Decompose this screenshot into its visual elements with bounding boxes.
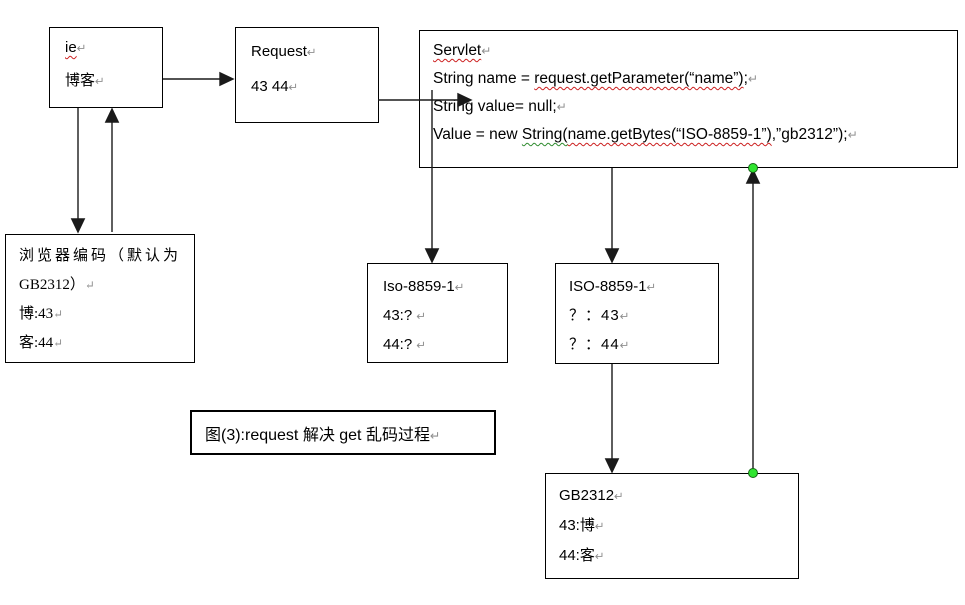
- paragraph-mark: ↵: [95, 75, 105, 88]
- browser-encoding-text: 浏览器编码（默认为: [19, 248, 182, 264]
- code-line: String name = request.getParameter(“name…: [433, 65, 957, 93]
- browser-encoding-text: GB2312）: [19, 277, 85, 293]
- paragraph-mark: ↵: [429, 428, 441, 443]
- box-request-title: Request: [251, 43, 307, 60]
- code-text-misspelled: name.getBytes(“ISO-8859-1”): [567, 126, 772, 143]
- flow-box-servlet[interactable]: Servlet↵ String name = request.getParame…: [419, 30, 958, 168]
- text-line: 44:客↵: [559, 541, 798, 571]
- iso-lower-value: 43:?: [383, 307, 417, 324]
- code-text: String name =: [433, 70, 535, 87]
- paragraph-mark: ↵: [614, 490, 624, 503]
- arrowhead-iso-upper-to-gb2312[interactable]: [604, 458, 620, 474]
- iso-upper-value: ？：44: [569, 336, 620, 353]
- text-line: 浏览器编码（默认为: [19, 242, 194, 271]
- iso-lower-value: 44:?: [383, 336, 417, 353]
- text-line: 43 44↵: [251, 70, 378, 105]
- text-line: ie↵: [65, 32, 162, 65]
- arrowhead-ie-to-browser[interactable]: [70, 218, 86, 234]
- text-line: 43:? ↵: [383, 302, 507, 331]
- paragraph-mark: ↵: [53, 337, 63, 350]
- paragraph-mark: ↵: [84, 279, 95, 292]
- text-line: ISO-8859-1↵: [569, 273, 718, 302]
- paragraph-mark: ↵: [847, 128, 858, 142]
- paragraph-mark: ↵: [416, 339, 427, 352]
- box-ie-value: 博客: [65, 72, 96, 89]
- box-request-value: 43 44: [251, 78, 289, 95]
- text-line: 博客↵: [65, 65, 162, 98]
- arrowhead-servlet-to-iso-lower[interactable]: [424, 248, 440, 264]
- paragraph-mark: ↵: [747, 72, 759, 86]
- iso-lower-title: Iso-8859-1: [383, 278, 455, 295]
- paragraph-mark: ↵: [454, 281, 465, 294]
- iso-upper-value: ？：43: [569, 307, 620, 324]
- code-text-grammar: String(: [521, 126, 568, 143]
- paragraph-mark: ↵: [556, 100, 567, 114]
- text-line: GB2312↵: [559, 481, 798, 511]
- text-line: Servlet↵: [433, 37, 957, 65]
- gb2312-value: 44:客: [559, 547, 595, 564]
- code-line: String value= null;↵: [433, 93, 957, 121]
- paragraph-mark: ↵: [53, 308, 63, 321]
- box-ie-title: ie: [65, 39, 77, 56]
- paragraph-mark: ↵: [619, 310, 631, 323]
- paragraph-mark: ↵: [594, 520, 605, 533]
- code-text: ;: [743, 70, 748, 87]
- arrowhead-browser-to-ie[interactable]: [104, 107, 120, 123]
- flow-box-browser-encoding[interactable]: 浏览器编码（默认为 GB2312）↵ 博:43↵ 客:44↵: [5, 234, 195, 363]
- text-line: 44:? ↵: [383, 331, 507, 360]
- arrowhead-servlet-to-iso-upper[interactable]: [604, 248, 620, 264]
- code-text: Value = new: [433, 126, 522, 143]
- figure-caption-box[interactable]: 图(3):request 解决 get 乱码过程↵: [190, 410, 496, 455]
- code-text-misspelled: request.getParameter(“name”): [534, 70, 744, 87]
- text-line: 客:44↵: [19, 329, 194, 358]
- flow-box-iso-8859-1-upper[interactable]: ISO-8859-1↵ ？：43↵ ？：44↵: [555, 263, 719, 364]
- text-line: Request↵: [251, 35, 378, 70]
- paragraph-mark: ↵: [646, 281, 657, 294]
- flow-box-request[interactable]: Request↵ 43 44↵: [235, 27, 379, 123]
- paragraph-mark: ↵: [306, 46, 317, 59]
- text-line: GB2312）↵: [19, 271, 194, 300]
- flow-box-iso-8859-1-lower[interactable]: Iso-8859-1↵ 43:? ↵ 44:? ↵: [367, 263, 508, 363]
- code-text: ,”gb2312”);: [771, 126, 848, 143]
- paragraph-mark: ↵: [288, 81, 299, 94]
- arrowhead-ie-to-request[interactable]: [219, 71, 235, 87]
- paragraph-mark: ↵: [481, 44, 492, 58]
- paragraph-mark: ↵: [416, 310, 427, 323]
- gb2312-value: 43:博: [559, 517, 595, 534]
- arrowhead-gb2312-to-servlet[interactable]: [745, 168, 761, 184]
- paragraph-mark: ↵: [619, 339, 631, 352]
- paragraph-mark: ↵: [594, 550, 605, 563]
- text-line: 博:43↵: [19, 300, 194, 329]
- paragraph-mark: ↵: [76, 42, 87, 55]
- iso-upper-title: ISO-8859-1: [569, 278, 647, 295]
- box-servlet-title: Servlet: [433, 42, 482, 59]
- flow-box-gb2312[interactable]: GB2312↵ 43:博↵ 44:客↵: [545, 473, 799, 579]
- text-line: 43:博↵: [559, 511, 798, 541]
- flow-box-ie[interactable]: ie↵ 博客↵: [49, 27, 163, 108]
- text-line: Iso-8859-1↵: [383, 273, 507, 302]
- gb2312-title: GB2312: [559, 487, 615, 504]
- code-text: String value= null;: [433, 98, 557, 115]
- caption-line: 图(3):request 解决 get 乱码过程↵: [205, 421, 440, 445]
- browser-encoding-value: 博:43: [19, 306, 54, 322]
- browser-encoding-value: 客:44: [19, 335, 54, 351]
- figure-caption-text: 图(3):request 解决 get 乱码过程: [205, 426, 430, 444]
- text-line: ？：43↵: [569, 302, 718, 331]
- text-line: ？：44↵: [569, 331, 718, 360]
- code-line: Value = new String(name.getBytes(“ISO-88…: [433, 121, 957, 149]
